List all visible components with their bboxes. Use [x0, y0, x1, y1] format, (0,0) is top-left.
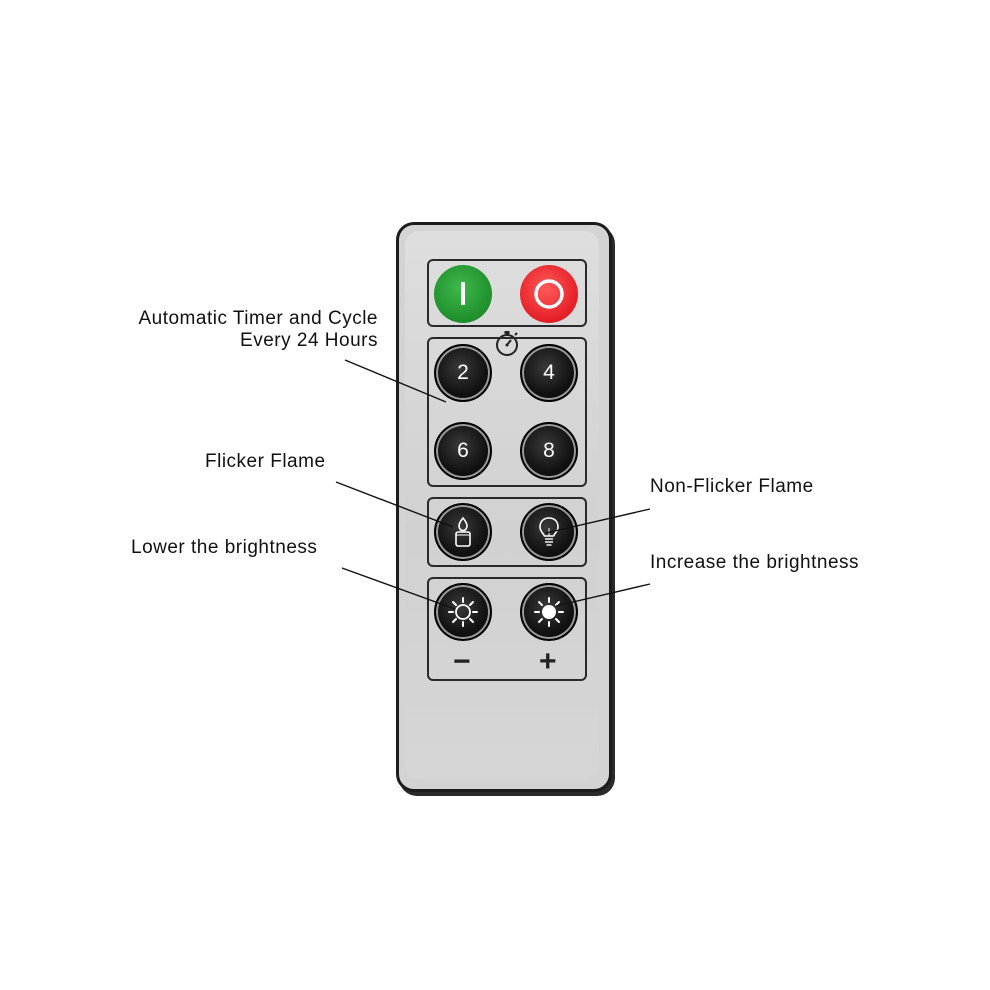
timer-6h-label: 6	[457, 439, 469, 462]
sun-outline-icon	[448, 597, 478, 627]
mode-panel	[427, 497, 587, 567]
minus-sign: −	[453, 645, 471, 678]
timer-4h-label: 4	[543, 361, 555, 384]
timer-2h-button[interactable]: 2	[434, 344, 492, 402]
light-bulb-icon	[539, 517, 559, 546]
power-panel	[427, 259, 587, 327]
timer-callout: Automatic Timer and Cycle Every 24 Hours	[138, 308, 378, 352]
flicker-flame-button[interactable]	[434, 503, 492, 561]
flicker-callout: Flicker Flame	[205, 451, 326, 472]
lower-brightness-callout: Lower the brightness	[131, 537, 318, 558]
timer-4h-button[interactable]: 4	[520, 344, 578, 402]
remote-control: 2 4 6 8	[396, 222, 612, 792]
sun-filled-icon	[534, 597, 564, 627]
timer-callout-line1: Automatic Timer and Cycle	[138, 308, 378, 329]
timer-6h-button[interactable]: 6	[434, 422, 492, 480]
non-flicker-flame-button[interactable]	[520, 503, 578, 561]
timer-callout-line2: Every 24 Hours	[240, 330, 378, 351]
brightness-down-button[interactable]	[434, 583, 492, 641]
power-on-button[interactable]	[434, 265, 492, 323]
timer-panel: 2 4 6 8	[427, 337, 587, 487]
candle-flame-icon	[455, 516, 471, 547]
brightness-up-button[interactable]	[520, 583, 578, 641]
plus-sign: +	[539, 645, 557, 678]
increase-brightness-callout: Increase the brightness	[650, 552, 860, 573]
power-on-bar-icon	[461, 282, 465, 305]
power-off-ring-icon	[534, 279, 564, 309]
stopwatch-icon	[496, 331, 518, 356]
non-flicker-callout: Non-Flicker Flame	[650, 476, 814, 497]
timer-8h-button[interactable]: 8	[520, 422, 578, 480]
power-off-button[interactable]	[520, 265, 578, 323]
brightness-panel: − +	[427, 577, 587, 681]
timer-8h-label: 8	[543, 439, 555, 462]
timer-2h-label: 2	[457, 361, 469, 384]
